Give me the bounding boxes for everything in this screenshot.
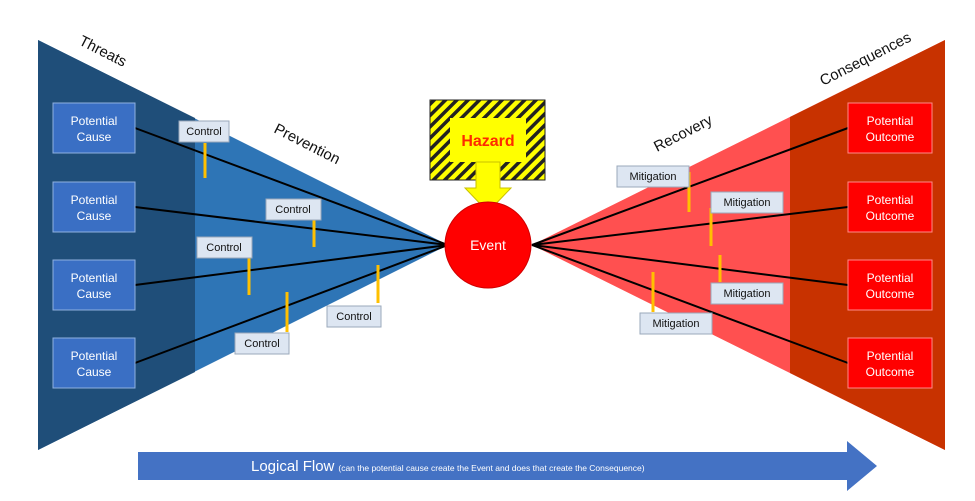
threat-line-1 [134,127,449,246]
control-box-2: Control [265,198,322,221]
mitigation-box-3: Mitigation [710,282,784,305]
consequence-line-3 [531,244,849,286]
mitigation-box-2: Mitigation [710,191,784,214]
consequence-line-4 [531,244,849,364]
hazard-box: Hazard [429,99,546,181]
control-box-5: Control [234,332,290,355]
cause-label-3b: Cause [77,287,112,301]
control-label-2: Control [275,204,310,216]
threat-line-2 [134,206,449,246]
cause-label-2a: Potential [71,193,118,207]
control-label-3: Control [206,242,241,254]
mitigation-label-1: Mitigation [629,171,676,183]
outcome-label-2a: Potential [867,193,914,207]
outcome-box-2: Potential Outcome [847,181,933,233]
logical-flow-label: Logical Flow(can the potential cause cre… [251,458,645,475]
control-label-4: Control [336,311,371,323]
outcome-box-4: Potential Outcome [847,337,933,389]
mitigation-label-3: Mitigation [723,288,770,300]
logical-flow-main: Logical Flow [251,458,335,475]
control-box-1: Control [178,120,230,143]
hazard-arrow [463,161,513,213]
logical-flow-arrow: Logical Flow(can the potential cause cre… [138,441,877,491]
mitigation-label-4: Mitigation [652,318,699,330]
control-label-1: Control [186,126,221,138]
outcome-box-1: Potential Outcome [847,102,933,154]
event-node: Event [444,201,532,289]
cause-box-3: Potential Cause [52,259,136,311]
outcome-label-2b: Outcome [866,209,915,223]
control-label-5: Control [244,338,279,350]
cause-label-1a: Potential [71,114,118,128]
event-label: Event [470,237,506,253]
outcome-label-1b: Outcome [866,130,915,144]
threat-line-4 [134,244,449,364]
outcome-label-4b: Outcome [866,365,915,379]
cause-label-3a: Potential [71,271,118,285]
logical-flow-detail: (can the potential cause create the Even… [338,463,644,473]
cause-label-2b: Cause [77,209,112,223]
cause-box-1: Potential Cause [52,102,136,154]
mitigation-label-2: Mitigation [723,197,770,209]
outcome-label-4a: Potential [867,349,914,363]
consequence-line-2 [531,206,849,246]
outcome-box-3: Potential Outcome [847,259,933,311]
threat-line-3 [134,244,449,286]
mitigation-box-4: Mitigation [639,312,713,335]
outcome-label-3b: Outcome [866,287,915,301]
cause-label-1b: Cause [77,130,112,144]
outcome-label-3a: Potential [867,271,914,285]
cause-label-4a: Potential [71,349,118,363]
cause-box-2: Potential Cause [52,181,136,233]
prevention-heading: Prevention [271,120,343,168]
control-box-4: Control [326,305,382,328]
hazard-label: Hazard [461,133,514,150]
recovery-heading: Recovery [651,111,716,155]
control-box-3: Control [196,236,253,259]
cause-label-4b: Cause [77,365,112,379]
mitigation-box-1: Mitigation [616,165,690,188]
cause-box-4: Potential Cause [52,337,136,389]
outcome-label-1a: Potential [867,114,914,128]
